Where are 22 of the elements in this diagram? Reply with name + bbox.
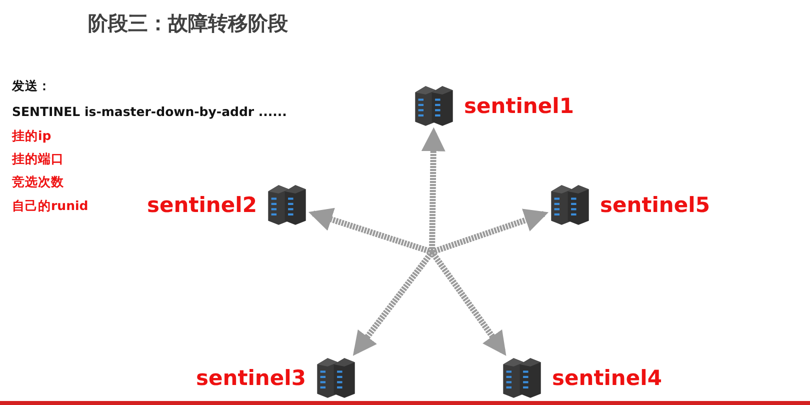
list-item: 自己的runid [12,198,88,215]
server-icon [265,183,309,227]
server-label: sentinel4 [552,368,662,388]
list-item: 挂的端口 [12,151,64,168]
arrow [430,250,506,356]
arrow [352,250,434,356]
title: 阶段三：故障转移阶段 [88,10,288,37]
server-label: sentinel2 [147,194,257,216]
arrow [308,208,433,255]
arrow [421,127,446,252]
server-icon [412,84,456,128]
server-label: sentinel3 [196,368,306,388]
server-icon [548,183,592,227]
arrow [431,208,549,255]
list-item: 竞选次数 [12,174,64,191]
server-icon [500,356,544,400]
text-line: SENTINEL is-master-down-by-addr ...... [12,104,287,119]
list-item: 挂的ip [12,128,52,145]
server-label: sentinel5 [600,194,710,216]
server-label: sentinel1 [464,96,574,116]
text-line: 发送： [12,78,51,95]
server-icon [314,356,358,400]
